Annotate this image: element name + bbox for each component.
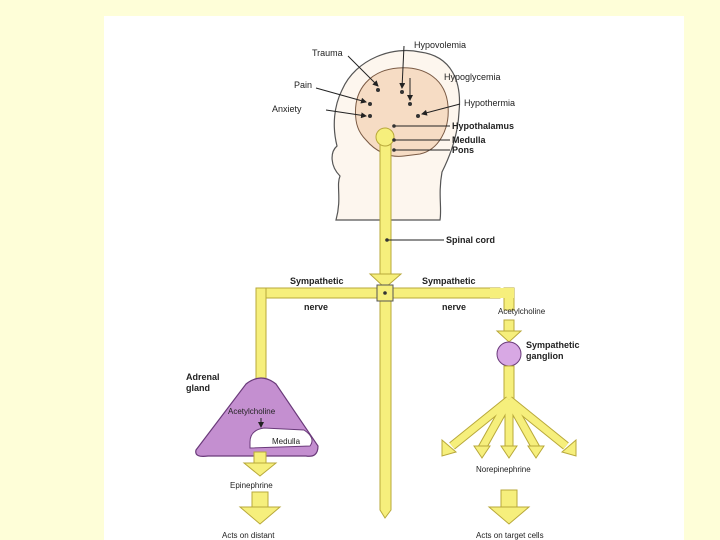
label-adrenal: Adrenal <box>186 372 220 382</box>
brainstem-bulb <box>375 127 395 147</box>
label-hypothermia: Hypothermia <box>464 98 515 108</box>
label-hypovolemia: Hypovolemia <box>414 40 466 50</box>
label-acts-distant: Acts on distant <box>222 531 275 540</box>
junction-dot <box>383 291 387 295</box>
postganglionic-fan-arrowheads <box>441 438 577 459</box>
label-epinephrine: Epinephrine <box>230 481 273 490</box>
spinal-arrow-head <box>368 273 403 289</box>
postganglionic-trunk <box>503 365 515 403</box>
label-gland: gland <box>186 383 210 393</box>
brain-structure-pointers <box>387 125 450 241</box>
left-nerve-vertical <box>255 287 267 389</box>
label-anxiety: Anxiety <box>272 104 302 114</box>
acts-target-arrow-head <box>487 506 531 525</box>
acts-distant-stem <box>251 491 269 509</box>
label-ganglion-line2: ganglion <box>526 351 564 361</box>
acts-target-stem <box>500 489 518 509</box>
sympathetic-pathway-diagram: Trauma Hypovolemia Pain Hypoglycemia Anx… <box>186 40 580 540</box>
label-pain: Pain <box>294 80 312 90</box>
label-adrenal-medulla: Medulla <box>272 437 301 446</box>
preganglionic-arrow-head <box>495 330 523 343</box>
label-right-sympathetic: Sympathetic <box>422 276 476 286</box>
adrenal-medulla <box>249 427 313 449</box>
label-hypothalamus: Hypothalamus <box>452 121 514 131</box>
right-nerve-horizontal-cap <box>490 288 514 298</box>
label-left-sympathetic: Sympathetic <box>290 276 344 286</box>
label-ganglion-line1: Sympathetic <box>526 340 580 350</box>
label-medulla: Medulla <box>452 135 486 145</box>
label-pons: Pons <box>452 145 474 155</box>
stressor-arrows <box>315 45 461 119</box>
stressor-dots <box>368 88 420 118</box>
label-right-acetylcholine: Acetylcholine <box>498 307 546 316</box>
stress-response-figure: Trauma Hypovolemia Pain Hypoglycemia Anx… <box>104 16 684 540</box>
label-spinal-cord: Spinal cord <box>446 235 495 245</box>
label-right-nerve: nerve <box>442 302 466 312</box>
epinephrine-arrow-head <box>242 462 278 477</box>
acts-distant-arrow-head <box>238 506 282 525</box>
label-left-acetylcholine: Acetylcholine <box>228 407 276 416</box>
spinal-cord-shape <box>379 139 392 281</box>
label-hypoglycemia: Hypoglycemia <box>444 72 501 82</box>
spinal-cord-lower <box>379 297 392 519</box>
label-acts-target: Acts on target cells <box>476 531 544 540</box>
sympathetic-ganglion <box>496 341 522 367</box>
epinephrine-stem <box>253 451 267 465</box>
label-left-nerve: nerve <box>304 302 328 312</box>
label-trauma: Trauma <box>312 48 343 58</box>
label-norepinephrine: Norepinephrine <box>476 465 531 474</box>
